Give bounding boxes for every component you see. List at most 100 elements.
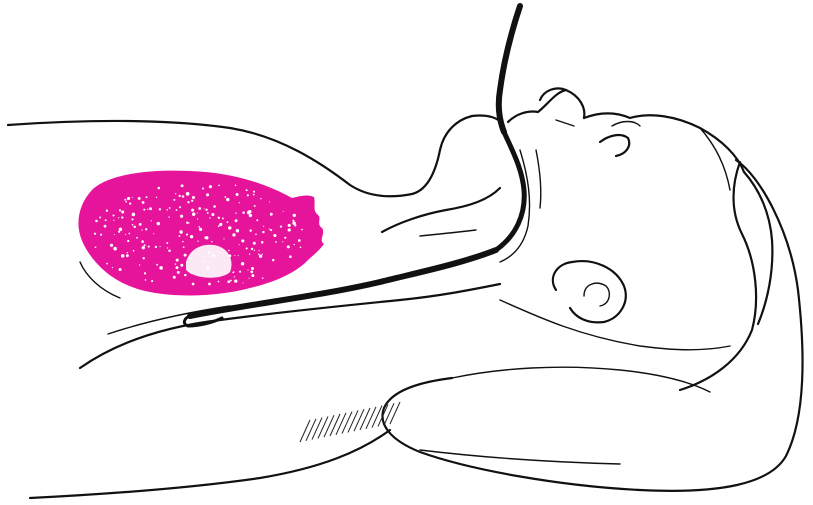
speckle-dot — [175, 263, 176, 264]
speckle-dot — [105, 219, 107, 221]
speckle-dot — [167, 247, 168, 248]
speckle-dot — [241, 262, 244, 265]
speckle-dot — [119, 268, 122, 271]
speckle-dot — [253, 191, 255, 193]
speckle-dot — [261, 241, 264, 244]
speckle-dot — [249, 229, 251, 231]
speckle-dot — [127, 240, 129, 242]
speckle-dot — [156, 264, 158, 266]
speckle-dot — [104, 225, 107, 228]
speckle-dot — [275, 241, 277, 243]
speckle-dot — [258, 254, 260, 256]
hatch-line — [300, 420, 310, 442]
speckle-dot — [168, 216, 169, 217]
neck-fold — [382, 188, 500, 232]
speckle-dot — [145, 279, 147, 281]
speckle-dot — [246, 247, 248, 249]
speckle-dot — [202, 187, 204, 189]
speckle-dot — [239, 244, 240, 245]
speckle-dot — [121, 211, 124, 214]
speckle-dot — [298, 239, 301, 242]
speckle-dot — [272, 259, 274, 261]
speckle-dot — [262, 254, 263, 255]
speckle-dot — [192, 212, 195, 215]
speckle-dot — [300, 246, 302, 248]
speckle-dot — [179, 230, 182, 233]
speckle-dot — [219, 223, 222, 226]
speckle-dot — [289, 255, 292, 258]
speckle-dot — [288, 228, 291, 231]
speckle-dot — [238, 255, 239, 256]
speckle-dot — [239, 271, 241, 273]
speckle-dot — [269, 228, 270, 229]
speckle-dot — [270, 213, 273, 216]
speckle-dot — [124, 199, 126, 201]
stomach-highlight — [78, 171, 324, 296]
speckle-dot — [183, 246, 185, 248]
eyebrow — [612, 122, 640, 127]
speckle-dot — [184, 274, 186, 276]
speckle-dot — [209, 185, 212, 188]
upper-lip — [508, 90, 566, 122]
speckle-dot — [255, 233, 257, 235]
pillow-crease-1 — [452, 367, 710, 392]
speckle-dot — [218, 281, 220, 283]
speckle-dot — [166, 242, 168, 244]
speckle-dot — [149, 207, 152, 210]
speckle-dot — [158, 187, 161, 190]
speckle-dot — [256, 219, 258, 221]
speckle-dot — [301, 229, 303, 231]
hatch-line — [318, 416, 328, 438]
speckle-dot — [125, 201, 127, 203]
speckle-dot — [251, 267, 254, 270]
speckle-dot — [235, 185, 237, 187]
hatch-line — [336, 413, 346, 435]
speckle-dot — [239, 202, 240, 203]
speckle-dot — [247, 270, 248, 271]
speckle-dot — [113, 247, 117, 251]
ear-inner — [584, 283, 609, 306]
speckle-dot — [227, 221, 229, 223]
speckle-dot — [176, 209, 178, 211]
speckle-dot — [106, 263, 108, 265]
speckle-dot — [168, 250, 171, 253]
speckle-dot — [184, 254, 187, 257]
speckle-dot — [235, 219, 238, 222]
speckle-dot — [226, 198, 229, 201]
speckle-dot — [138, 197, 141, 200]
speckle-dot — [106, 210, 108, 212]
neck-crease — [420, 230, 476, 236]
speckle-dot — [166, 209, 168, 211]
speckle-dot — [153, 233, 154, 234]
speckle-dot — [186, 192, 189, 195]
speckle-dot — [176, 266, 179, 269]
speckle-dot — [145, 228, 147, 230]
speckle-dot — [235, 212, 236, 213]
speckle-dot — [236, 193, 239, 196]
speckle-dot — [176, 259, 179, 262]
hatch-line — [360, 408, 370, 430]
speckle-dot — [207, 212, 209, 214]
speckle-dot — [151, 280, 153, 282]
speckle-dot — [182, 195, 185, 198]
hatch-line — [306, 419, 316, 441]
hatch-line — [354, 409, 364, 431]
speckle-dot — [155, 246, 157, 248]
speckle-dot — [284, 237, 286, 239]
speckle-dot — [254, 205, 256, 207]
speckle-dot — [249, 278, 250, 279]
hatch-line — [342, 412, 352, 434]
speckle-dot — [139, 223, 142, 226]
speckle-dot — [206, 193, 209, 196]
speckle-dot — [180, 215, 183, 218]
speckle-dot — [262, 277, 264, 279]
speckle-dot — [224, 196, 226, 198]
speckle-dot — [263, 226, 264, 227]
speckle-dot — [247, 211, 250, 214]
speckle-dot — [100, 234, 102, 236]
speckle-dot — [287, 245, 290, 248]
speckle-dot — [208, 283, 211, 286]
speckle-dot — [288, 224, 291, 227]
speckle-dot — [250, 271, 253, 274]
